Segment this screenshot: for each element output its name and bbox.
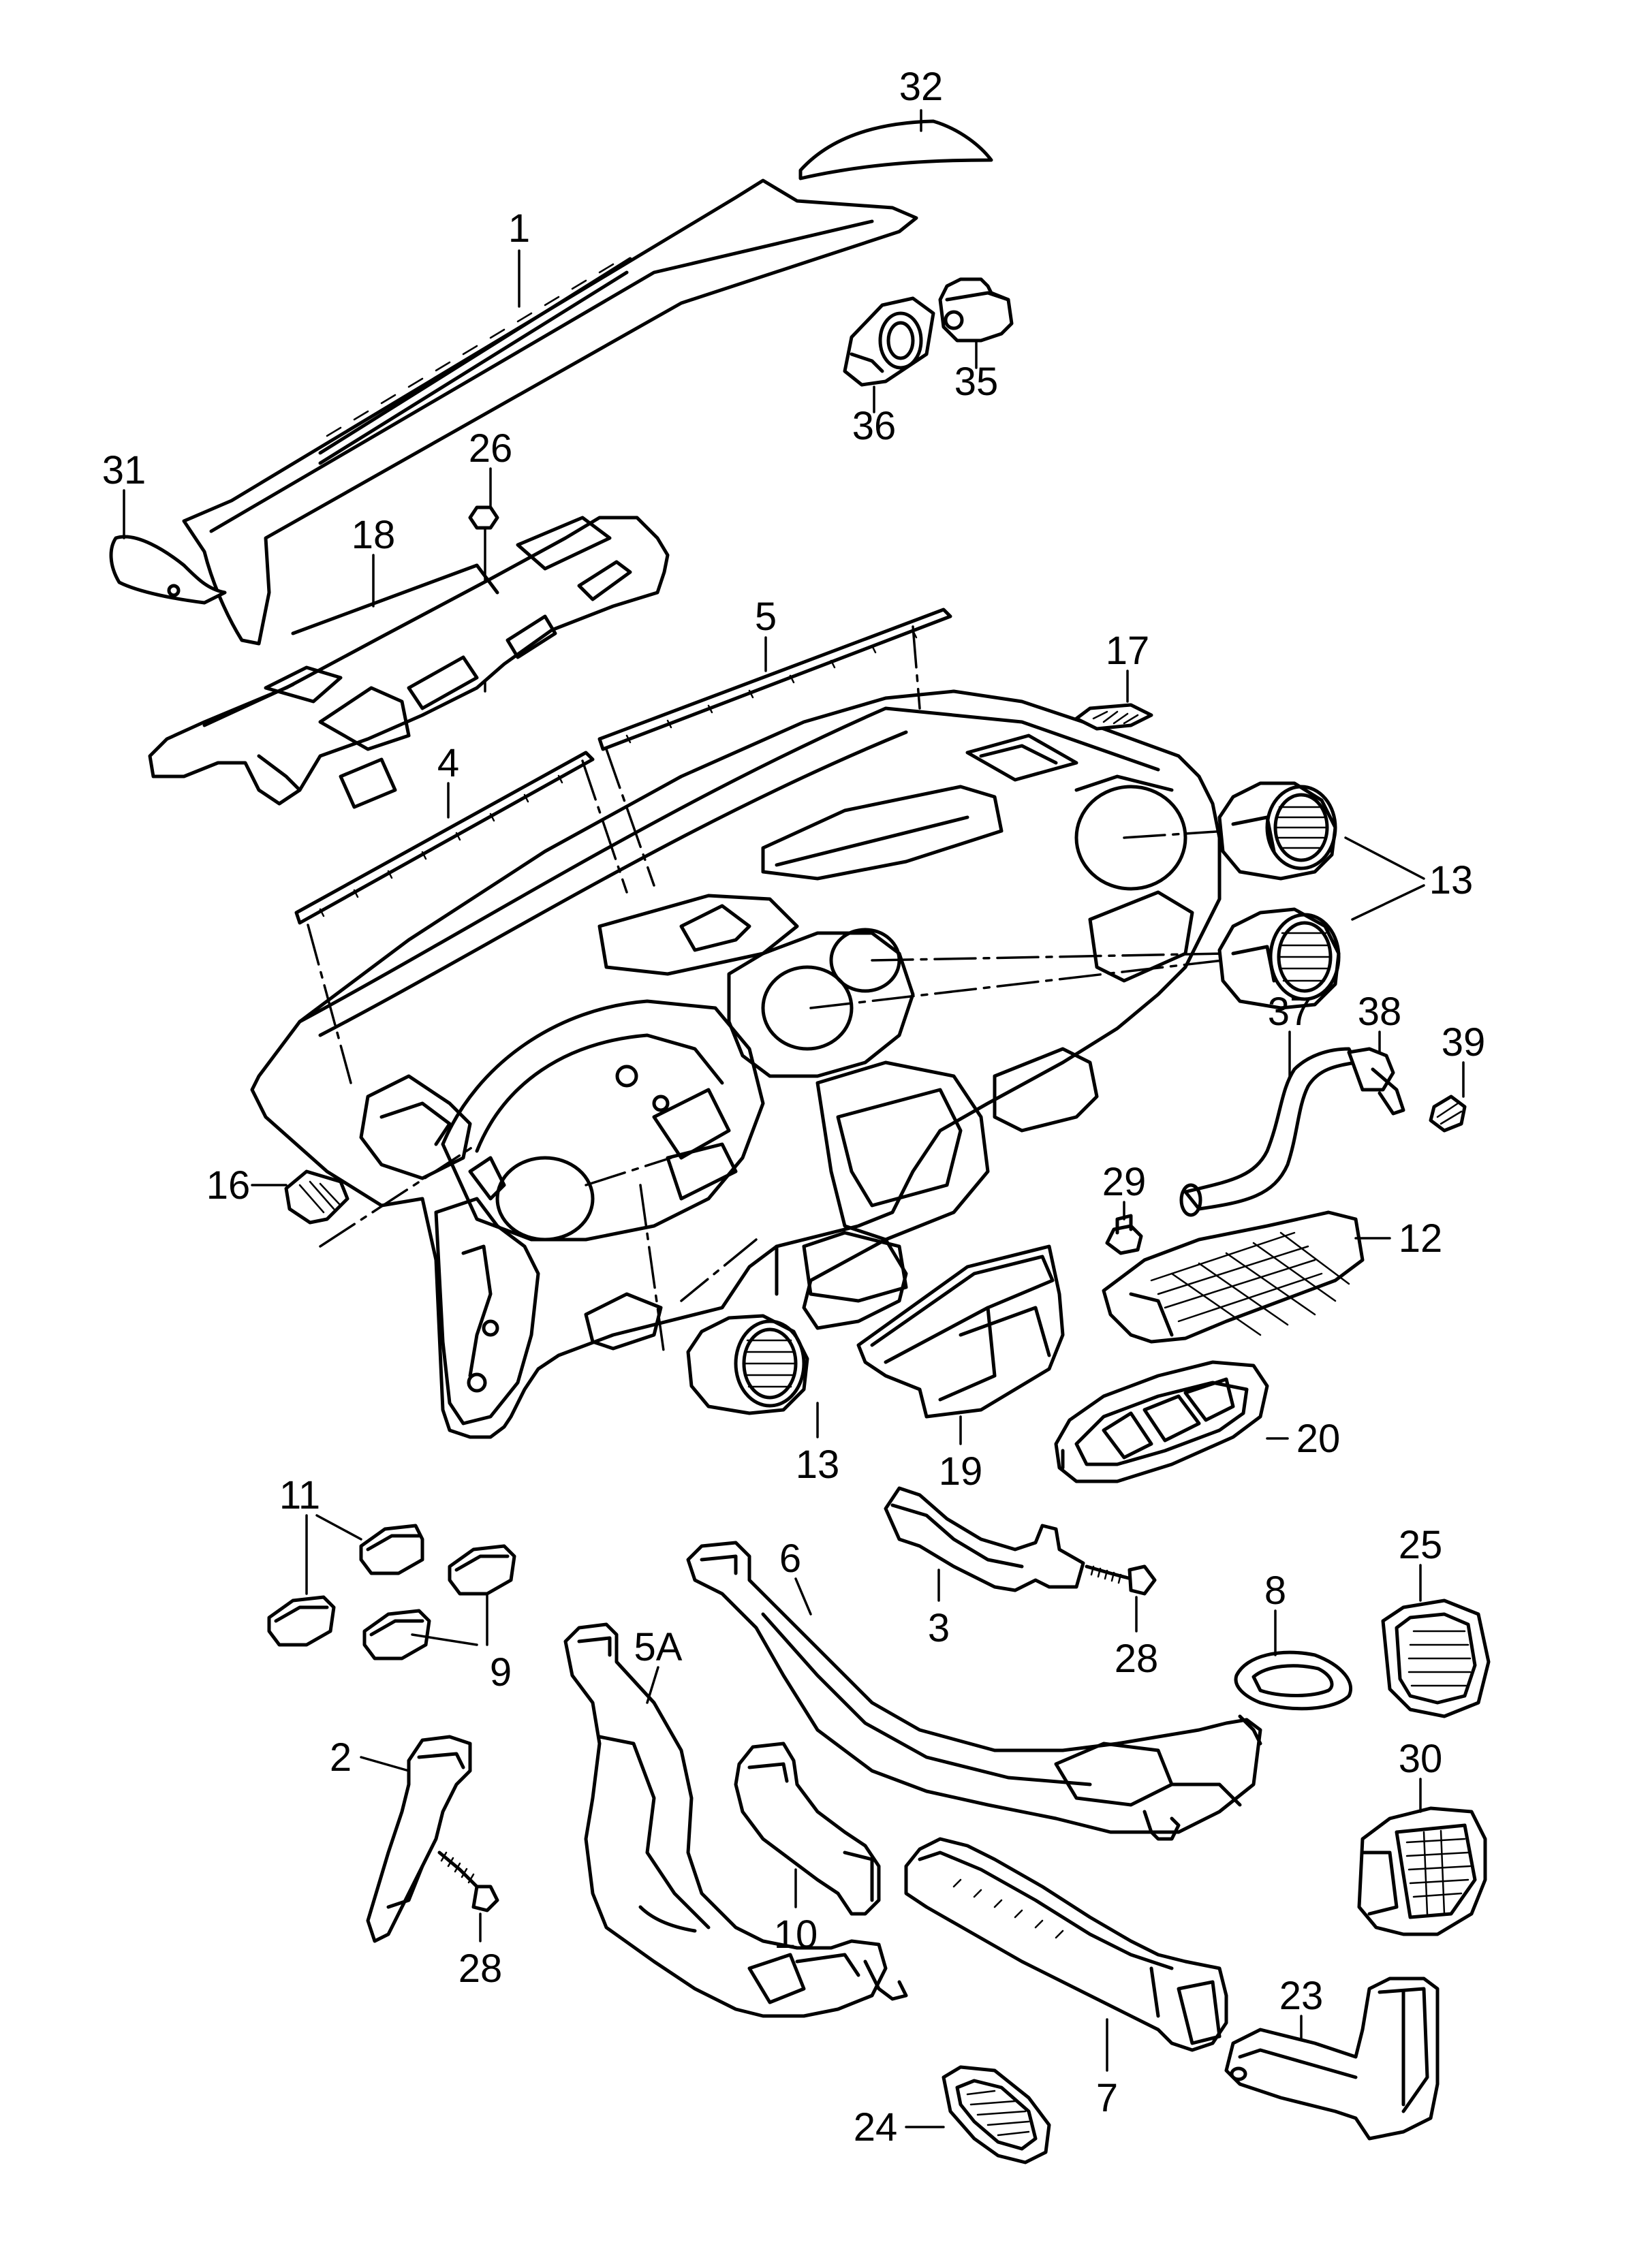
label-36: 36 xyxy=(852,404,897,448)
part-5-trim-strip xyxy=(597,608,952,751)
callout-labels: 1 32 31 26 18 36 35 5 4 17 13 16 37 38 3… xyxy=(102,65,1486,2149)
part-6-air-duct xyxy=(686,1541,1262,1841)
part-25-vent xyxy=(1381,1564,1491,1718)
part-1-plenum-panel xyxy=(182,178,918,646)
part-dashboard xyxy=(250,689,1222,1439)
label-2: 2 xyxy=(330,1735,352,1780)
part-7-duct xyxy=(904,1837,1228,2072)
part-24-vent-frame xyxy=(905,2065,1051,2164)
label-9: 9 xyxy=(490,1650,512,1695)
part-28-bolt-b xyxy=(437,1850,499,1942)
label-17: 17 xyxy=(1106,629,1150,673)
label-28-top: 28 xyxy=(1115,1637,1159,1681)
label-25: 25 xyxy=(1399,1523,1443,1567)
part-36-bracket xyxy=(843,296,935,413)
label-39: 39 xyxy=(1442,1020,1486,1065)
label-7: 7 xyxy=(1096,2076,1118,2120)
label-12: 12 xyxy=(1399,1216,1443,1261)
label-38: 38 xyxy=(1358,990,1402,1034)
part-31-trim-panel xyxy=(109,489,227,605)
part-9-clip-b xyxy=(362,1609,431,1660)
label-31: 31 xyxy=(102,448,146,492)
label-8: 8 xyxy=(1264,1569,1286,1613)
part-30-vent xyxy=(1357,1778,1487,1936)
label-26: 26 xyxy=(469,426,513,471)
label-30: 30 xyxy=(1399,1737,1443,1781)
part-38-bolt xyxy=(1347,1030,1405,1116)
label-13-left: 13 xyxy=(796,1443,840,1487)
part-8-seal xyxy=(1234,1609,1352,1711)
part-39-clip xyxy=(1429,1061,1467,1133)
part-5a-air-duct xyxy=(563,1622,908,2018)
part-13-vent-upper xyxy=(1217,781,1337,881)
part-12-glovebox-lid xyxy=(1102,1210,1391,1344)
label-4: 4 xyxy=(437,741,459,785)
part-3-air-duct xyxy=(884,1486,1085,1602)
label-24: 24 xyxy=(854,2105,898,2149)
assembly-lines xyxy=(307,625,1228,1357)
part-29-nut xyxy=(1105,1201,1143,1255)
label-10: 10 xyxy=(774,1912,818,1957)
part-9-clip-a xyxy=(448,1544,516,1596)
label-11: 11 xyxy=(279,1473,320,1517)
label-3: 3 xyxy=(928,1606,950,1650)
part-28-bolt-a xyxy=(1085,1564,1157,1633)
leader-13-right xyxy=(1344,836,1425,921)
part-17-vent xyxy=(1074,670,1153,731)
part-10-duct xyxy=(734,1742,881,1916)
label-23: 23 xyxy=(1279,1974,1324,2018)
part-19-storage-box xyxy=(856,1244,1065,1445)
part-11-clip-b xyxy=(267,1595,336,1647)
part-32-seal xyxy=(798,109,993,180)
label-29: 29 xyxy=(1102,1160,1147,1204)
label-35: 35 xyxy=(954,360,999,404)
part-37-hose xyxy=(1179,1030,1358,1217)
part-23-duct xyxy=(1224,1976,1440,2141)
leaders-11-9 xyxy=(305,1514,488,1646)
part-2-duct xyxy=(360,1735,472,1943)
label-1: 1 xyxy=(508,206,530,251)
label-5a: 5A xyxy=(634,1625,683,1669)
part-20-storage-tray xyxy=(1054,1360,1289,1483)
label-18: 18 xyxy=(352,513,396,557)
label-19: 19 xyxy=(939,1449,983,1494)
label-5: 5 xyxy=(755,595,777,639)
label-6: 6 xyxy=(779,1537,801,1581)
part-13-vent-lower xyxy=(1217,907,1341,1010)
part-18-cross-member xyxy=(148,516,670,809)
label-20: 20 xyxy=(1296,1417,1341,1461)
label-13-right: 13 xyxy=(1429,858,1474,902)
label-16: 16 xyxy=(206,1163,251,1208)
part-35-sensor xyxy=(938,277,1014,369)
part-11-clip-a xyxy=(359,1524,424,1575)
part-4-trim-strip xyxy=(294,751,595,925)
label-28-bottom: 28 xyxy=(458,1947,503,1991)
label-32: 32 xyxy=(899,65,944,109)
part-16-vent xyxy=(251,1169,349,1225)
label-37: 37 xyxy=(1268,990,1312,1034)
part-13-vent-left xyxy=(686,1314,819,1438)
